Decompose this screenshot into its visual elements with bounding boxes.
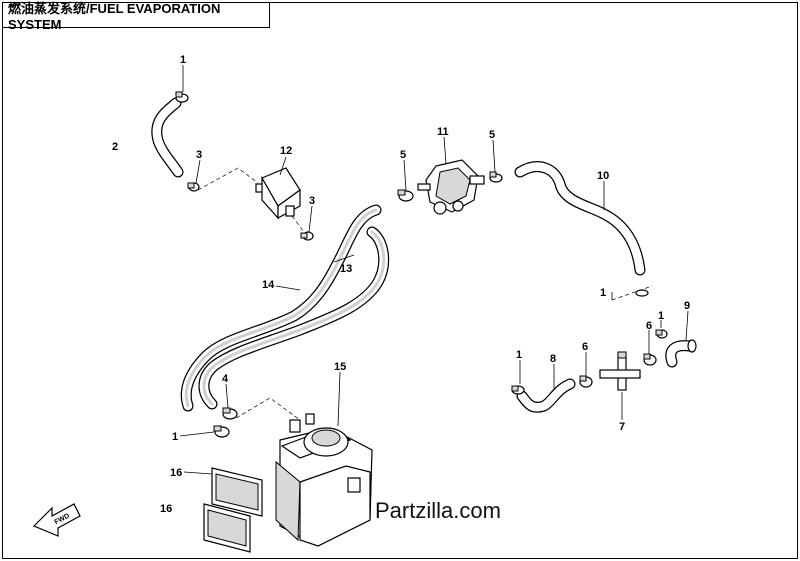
callout-1-right-b: 1 xyxy=(658,310,664,322)
callout-5-right: 5 xyxy=(489,129,495,141)
part-14-hose[interactable] xyxy=(180,204,382,412)
part-5-clamp-left[interactable] xyxy=(397,189,414,202)
callout-4: 4 xyxy=(222,373,229,385)
callout-5-left: 5 xyxy=(400,149,406,161)
part-1-clamp-hose10[interactable] xyxy=(635,289,649,297)
fwd-arrow-icon: FWD xyxy=(32,503,81,537)
callout-11: 11 xyxy=(437,126,449,138)
callout-3-right: 3 xyxy=(309,195,315,207)
part-9-hose[interactable] xyxy=(665,339,697,368)
dashed-leader-right xyxy=(611,285,653,301)
dashed-leader-canister xyxy=(235,397,301,421)
part-3-clamp-right[interactable] xyxy=(291,215,314,241)
callout-14: 14 xyxy=(262,279,275,291)
part-7-tee-fitting[interactable] xyxy=(599,351,641,391)
part-12-valve[interactable] xyxy=(197,167,301,220)
callout-12: 12 xyxy=(280,145,292,157)
part-16-pad-upper[interactable] xyxy=(211,467,263,517)
callout-13: 13 xyxy=(340,263,352,275)
part-11-purge-valve[interactable] xyxy=(417,159,485,215)
callout-7: 7 xyxy=(619,421,625,433)
callout-9: 9 xyxy=(684,300,690,312)
part-3-clamp-left[interactable] xyxy=(187,182,200,192)
part-1-clamp-right-lower[interactable] xyxy=(511,385,525,395)
part-15-canister[interactable] xyxy=(275,413,373,547)
part-16-pad-lower[interactable] xyxy=(203,503,251,553)
part-4-clamp[interactable] xyxy=(222,407,238,420)
callout-16-upper: 16 xyxy=(170,467,182,479)
part-13-hose[interactable] xyxy=(198,226,390,410)
callout-10: 10 xyxy=(597,170,609,182)
part-8-hose[interactable] xyxy=(516,378,576,413)
callout-leaders xyxy=(179,65,689,475)
part-1-clamp-top[interactable] xyxy=(175,91,189,103)
part-10-hose[interactable] xyxy=(514,161,646,276)
part-5-clamp-right[interactable] xyxy=(489,171,503,183)
callout-6-right: 6 xyxy=(646,320,652,332)
part-1-clamp-right-upper[interactable] xyxy=(655,329,668,339)
callout-8: 8 xyxy=(550,353,556,365)
callout-1-lower: 1 xyxy=(516,349,522,361)
callout-1-canister: 1 xyxy=(172,431,178,443)
part-2-hose[interactable] xyxy=(151,97,184,178)
callout-1-top: 1 xyxy=(180,54,186,66)
callout-15: 15 xyxy=(334,361,346,373)
part-6-clamp-left[interactable] xyxy=(579,375,593,388)
callout-1-right: 1 xyxy=(600,287,606,299)
callout-3-left: 3 xyxy=(196,149,202,161)
callout-6-left: 6 xyxy=(582,341,588,353)
diagram-title: 燃油蒸发系统/FUEL EVAPORATION SYSTEM xyxy=(2,1,270,32)
watermark: Partzilla.com xyxy=(375,498,501,523)
callout-16-lower: 16 xyxy=(160,503,172,515)
callout-2: 2 xyxy=(112,141,118,153)
part-6-clamp-right[interactable] xyxy=(643,353,657,366)
part-1-clamp-canister[interactable] xyxy=(213,425,230,438)
